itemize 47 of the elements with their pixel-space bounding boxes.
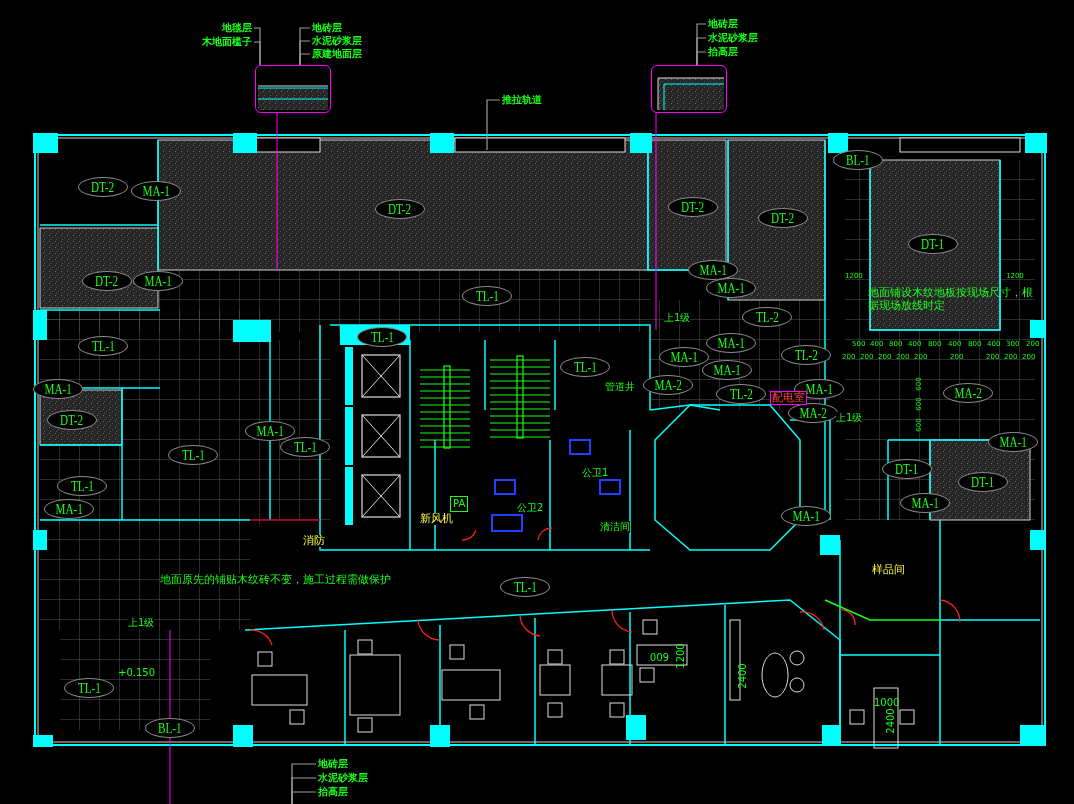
dimension-text: 1200 (674, 643, 687, 669)
room-label: 上1级 (664, 312, 691, 324)
leader-line (696, 51, 707, 66)
callout-text: 地毯层 (222, 22, 252, 34)
material-tag: MA-1 (706, 278, 756, 298)
room-label: 新风机 (420, 513, 453, 525)
room-label: 配电室 (770, 391, 807, 405)
room-label: 消防 (303, 535, 325, 547)
room-label: 公卫1 (582, 467, 609, 479)
dimension-text: +0.150 (118, 667, 155, 679)
room-label: PA (450, 496, 469, 512)
material-tag: TL-1 (500, 577, 550, 597)
material-tag: BL-1 (833, 150, 883, 170)
dimension-text: 2400 (736, 663, 749, 689)
room-label: 清洁间 (600, 521, 630, 533)
material-tag: MA-1 (781, 506, 831, 526)
material-tag: BL-1 (145, 718, 195, 738)
callout-text: 水泥砂浆层 (708, 32, 758, 44)
room-label: 公卫2 (517, 502, 544, 514)
leader-line (299, 53, 311, 66)
leader-line (253, 41, 261, 66)
section-detail-drawing (255, 65, 331, 113)
note-text: 地面原先的铺贴木纹砖不变，施工过程需做保护 (160, 574, 391, 586)
dimension-text: 2400 (884, 708, 897, 734)
callout-text: 水泥砂浆层 (318, 772, 368, 784)
callout-text: 木地面槛子 (202, 36, 252, 48)
callout-text: 地砖层 (318, 758, 348, 770)
room-label: 上1级 (128, 617, 155, 629)
callout-text: 水泥砂浆层 (312, 35, 362, 47)
callout-text: 抬高层 (318, 786, 348, 798)
dimension-text: 1000 (874, 697, 900, 709)
callout-text: 原建地面层 (312, 48, 362, 60)
material-tag: MA-2 (643, 375, 693, 395)
material-tag: DT-2 (78, 177, 128, 197)
room-label: 管道井 (605, 381, 635, 393)
callout-text: 地砖层 (312, 22, 342, 34)
callout-text: 地砖层 (708, 18, 738, 30)
section-detail-drawing (651, 65, 727, 113)
material-tag: TL-1 (560, 357, 610, 377)
material-tag: MA-1 (131, 181, 181, 201)
dimension-text: 600 (650, 650, 670, 662)
room-label: 上1级 (836, 412, 863, 424)
leader-line (291, 791, 317, 804)
callout-text: 推拉轨道 (502, 94, 542, 106)
callout-text: 抬高层 (708, 46, 738, 58)
room-label: 样品间 (872, 564, 905, 576)
leader-line (486, 99, 501, 151)
